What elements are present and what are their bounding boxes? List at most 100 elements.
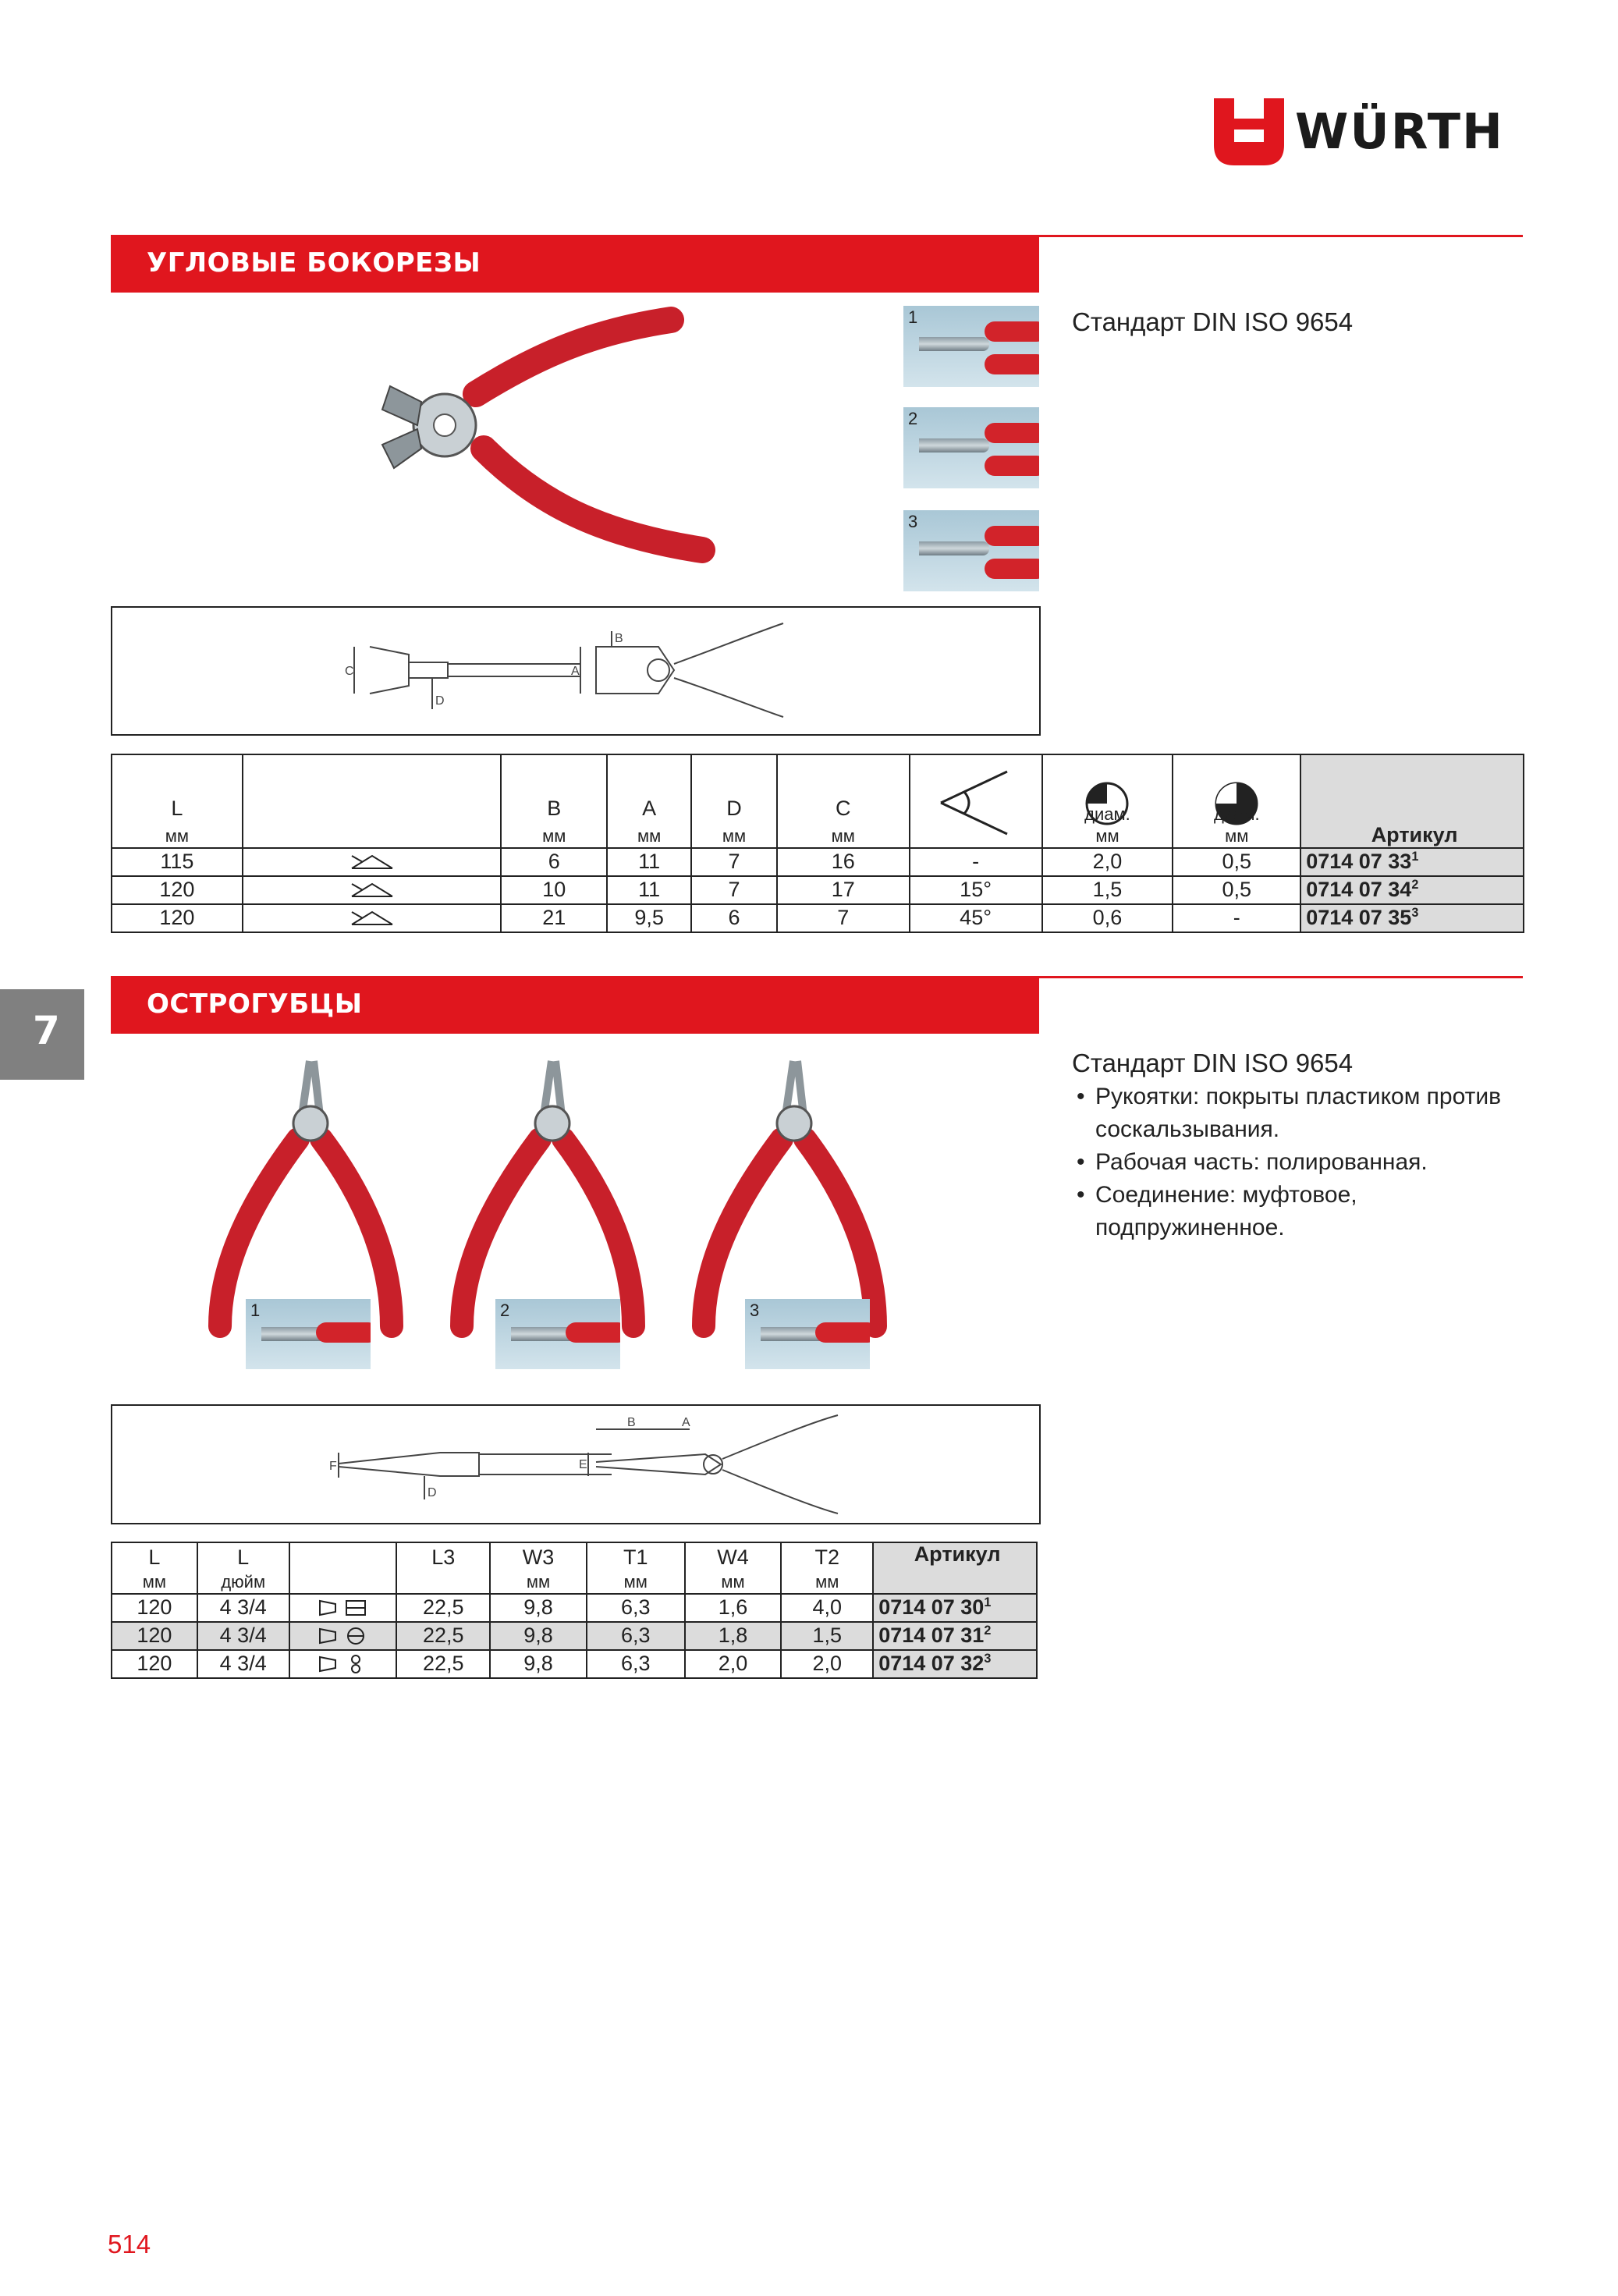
dimension-drawing-icon: F D B A E — [329, 1414, 839, 1514]
standard-text: Стандарт DIN ISO 9654 — [1072, 1049, 1354, 1077]
dim-label-c: C — [345, 665, 354, 678]
col-header-l3: L3 — [396, 1542, 491, 1595]
thumbnail-number: 2 — [908, 409, 918, 428]
thumbnail-number: 3 — [908, 512, 918, 531]
jaw-shape-icon — [241, 847, 502, 877]
dim-label-b: B — [615, 632, 623, 645]
handle-icon — [985, 354, 1039, 374]
jaw-icon — [511, 1327, 581, 1341]
wurth-logo-mark-icon — [1214, 98, 1284, 165]
technical-drawing-pliers: F D B A E — [111, 1404, 1041, 1524]
feature-item: Соединение: муфтовое, подпружиненное. — [1072, 1179, 1524, 1244]
section-header-needle-nose-pliers: ОСТРОГУБЦЫ — [111, 976, 1039, 1034]
dim-label-d: D — [435, 694, 445, 708]
col-header-type — [288, 1542, 398, 1595]
article-number: 0714 07 312 — [872, 1621, 1038, 1651]
handle-icon — [985, 423, 1039, 443]
table-row: 120 10 11 7 17 15° 1,5 0,5 0714 07 342 — [111, 875, 1524, 905]
section-rule — [1039, 235, 1523, 237]
table-row: 120 4 3/4 22,5 9,8 6,3 1,6 4,0 0714 07 3… — [111, 1593, 1038, 1623]
dim-label-a: A — [571, 665, 580, 678]
standard-text: Стандарт DIN ISO 9654 — [1072, 307, 1354, 336]
col-header-angle — [908, 754, 1043, 849]
chapter-tab: 7 — [0, 989, 84, 1080]
dim-label-a: A — [682, 1416, 690, 1429]
dim-label-e: E — [579, 1458, 587, 1471]
round-tip-profile-icon — [288, 1649, 398, 1679]
jaw-shape-icon — [241, 903, 502, 933]
section-rule — [1039, 976, 1523, 978]
col-header-article: Артикул — [872, 1542, 1038, 1595]
end-cutting-pliers-icon — [381, 307, 715, 563]
jaw-detail-thumbnail-2: 2 — [903, 407, 1039, 488]
brand-name: WÜRTH — [1295, 103, 1504, 160]
article-number: 0714 07 323 — [872, 1649, 1038, 1679]
article-number: 0714 07 342 — [1300, 875, 1524, 905]
feature-item: Рабочая часть: полированная. — [1072, 1146, 1524, 1179]
tip-detail-thumbnail-3: 3 — [745, 1299, 870, 1369]
article-number: 0714 07 301 — [872, 1593, 1038, 1623]
jaw-shape-icon — [241, 875, 502, 905]
section-header-angled-cutters: УГЛОВЫЕ БОКОРЕЗЫ — [111, 235, 1039, 293]
page-number: 514 — [108, 2230, 151, 2259]
technical-drawing-cutter: C D B A — [111, 606, 1041, 736]
needle-nose-pliers-icon — [208, 1060, 887, 1338]
article-number: 0714 07 353 — [1300, 903, 1524, 933]
section-title: ОСТРОГУБЦЫ — [147, 988, 363, 1020]
article-number: 0714 07 331 — [1300, 847, 1524, 877]
handle-icon — [316, 1322, 371, 1343]
quarter-circle-icon — [1085, 782, 1129, 825]
jaw-icon — [761, 1327, 831, 1341]
feature-list: Рукоятки: покрыты пластиком против соска… — [1072, 1081, 1524, 1244]
section-title: УГЛОВЫЕ БОКОРЕЗЫ — [147, 247, 481, 279]
half-round-tip-profile-icon — [288, 1621, 398, 1651]
jaw-icon — [261, 1327, 332, 1341]
jaw-icon — [919, 337, 989, 351]
dim-label-f: F — [329, 1460, 337, 1473]
three-quarter-circle-icon — [1215, 782, 1258, 825]
angled-cutter-photo — [257, 300, 726, 589]
handle-icon — [985, 559, 1039, 579]
chapter-number: 7 — [33, 1008, 60, 1053]
feature-item: Рукоятки: покрыты пластиком против соска… — [1072, 1081, 1524, 1146]
table-row: 120 4 3/4 22,5 9,8 6,3 1,8 1,5 0714 07 3… — [111, 1621, 1038, 1651]
handle-icon — [815, 1322, 870, 1343]
tip-detail-thumbnail-1: 1 — [246, 1299, 371, 1369]
col-header-type — [241, 754, 502, 849]
table-row: 120 21 9,5 6 7 45° 0,6 - 0714 07 353 — [111, 903, 1524, 933]
col-header-diam2: диам.мм — [1172, 754, 1302, 849]
handle-icon — [985, 526, 1039, 546]
needle-nose-pliers-photos: 1 2 3 — [111, 1045, 1038, 1373]
jaw-icon — [919, 541, 989, 555]
dim-label-b: B — [627, 1416, 636, 1429]
jaw-detail-thumbnail-1: 1 — [903, 306, 1039, 387]
handle-icon — [985, 321, 1039, 342]
col-header-article: Артикул — [1300, 754, 1524, 849]
table-row: 115 6 11 7 16 - 2,0 0,5 0714 07 331 — [111, 847, 1524, 877]
wurth-logo: WÜRTH — [1214, 98, 1523, 165]
jaw-detail-thumbnail-3: 3 — [903, 510, 1039, 591]
jaw-icon — [919, 438, 989, 452]
table-row: 120 4 3/4 22,5 9,8 6,3 2,0 2,0 0714 07 3… — [111, 1649, 1038, 1679]
tip-detail-thumbnail-2: 2 — [495, 1299, 620, 1369]
col-header-diam1: диам.мм — [1041, 754, 1174, 849]
handle-icon — [566, 1322, 620, 1343]
handle-icon — [985, 456, 1039, 476]
flat-tip-profile-icon — [288, 1593, 398, 1623]
dim-label-d: D — [428, 1486, 437, 1499]
dimension-drawing-icon: C D B A — [345, 623, 784, 718]
